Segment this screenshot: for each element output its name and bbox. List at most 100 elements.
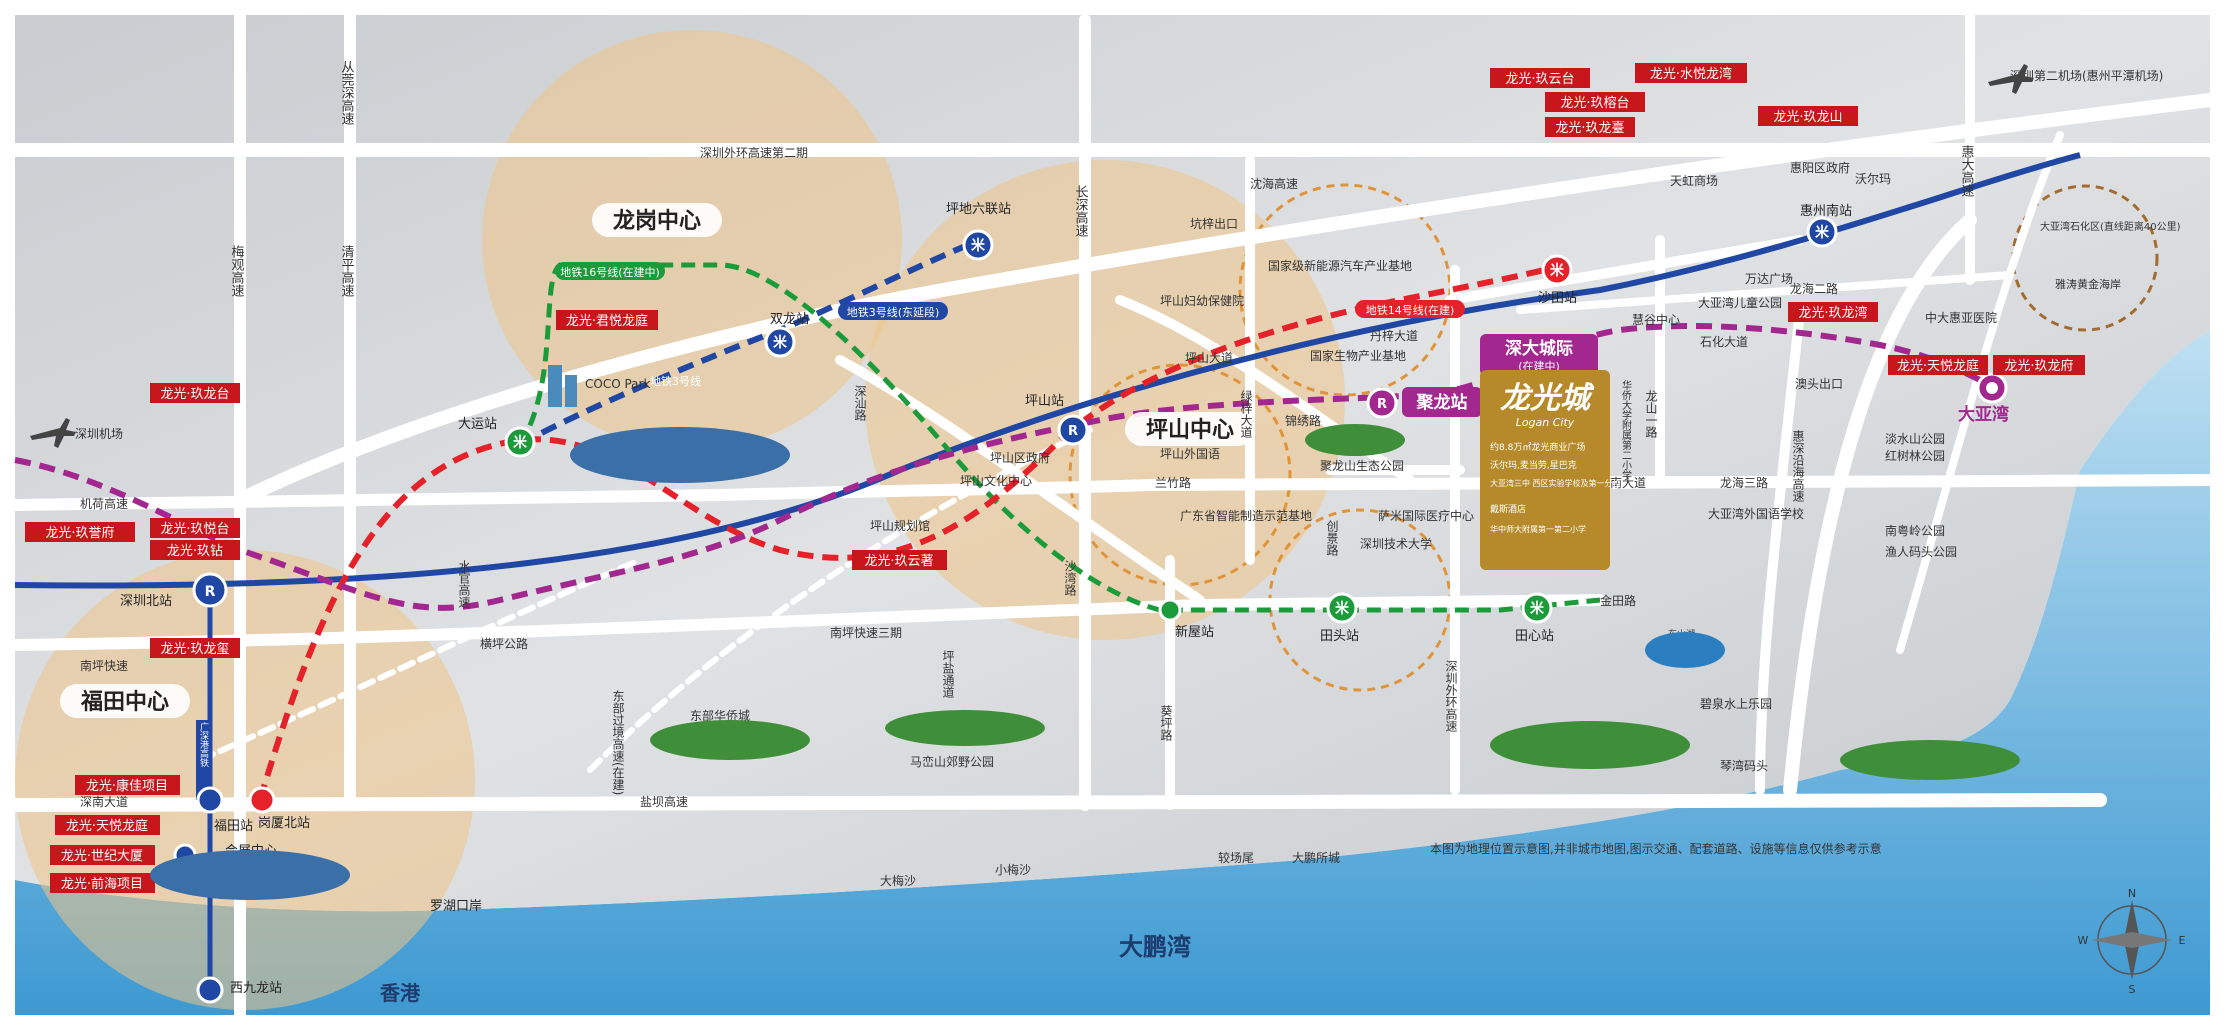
project-label: 龙光·玖龙府	[2004, 358, 2073, 374]
road-label: 沈海高速	[1250, 176, 1298, 191]
compass-e: E	[2179, 934, 2186, 947]
landmark-label: 红树林公园	[1885, 448, 1945, 463]
station-shenzhenbei[interactable]: R	[192, 572, 228, 608]
road-label: 南坪快速三期	[830, 625, 902, 640]
landmark-label: 雅涛黄金海岸	[2055, 277, 2121, 291]
airplane-icon	[30, 418, 76, 448]
project-label: 龙光·玖钻	[167, 543, 223, 559]
landmark-label: COCO Park	[585, 377, 650, 391]
landmark-label: 万达广场	[1745, 272, 1793, 286]
center-labels: 龙岗中心 坪山中心 福田中心	[60, 203, 1255, 718]
disclaimer: 本图为地理位置示意图,并非城市地图,图示交通、配套道路、设施等信息仅供参考示意	[1430, 841, 1882, 856]
road-label: 从莞深高速	[339, 60, 355, 125]
road-label: 清平高速	[339, 245, 355, 297]
brand-bullet: 约8.8万㎡龙光商业广场	[1490, 441, 1585, 453]
landmark-label: 萨米国际医疗中心	[1378, 508, 1474, 523]
station-markers: 米 米 米 R 米 米 R 米 米 R	[173, 216, 2008, 1004]
landmark-label: 渔人码头公园	[1885, 545, 1957, 559]
metro-3-tag: 地铁3号线	[650, 374, 701, 388]
landmark-label: 深圳机场	[75, 427, 123, 441]
station-shatian[interactable]: 米	[1541, 254, 1573, 286]
road-label: 西南大道	[1598, 475, 1646, 490]
shenda-intercity-tag: 深大城际	[1505, 338, 1573, 359]
road-labels: 深圳外环高速第二期 沈海高速 从莞深高速 梅观高速 清平高速 长深高速 惠大高速…	[80, 60, 1974, 809]
landmark-label: 坪山文化中心	[960, 473, 1032, 488]
landmark-label: 大亚湾儿童公园	[1698, 295, 1782, 310]
road-label: 创景路	[1325, 520, 1339, 557]
landmark-label: 坪山外国语	[1160, 447, 1220, 461]
brand-bullet: 沃尔玛,麦当劳,星巴克	[1490, 459, 1577, 471]
station-futian[interactable]	[196, 786, 224, 814]
station-label: 大运站	[458, 417, 497, 432]
logan-city-panel[interactable]: 龙光城 Logan City 约8.8万㎡龙光商业广场 沃尔玛,麦当劳,星巴克 …	[1480, 370, 1621, 570]
compass: N S W E	[2078, 887, 2186, 996]
project-label: 龙光·玖云台	[1505, 71, 1574, 87]
compass-s: S	[2129, 983, 2136, 996]
gsg-tag: 广深港高铁	[198, 721, 209, 768]
shenda-intercity-line	[14, 322, 1992, 611]
landmark-label: 大鹏所城	[1292, 851, 1340, 865]
brand-sub: Logan City	[1516, 416, 1575, 429]
road-label: 丹梓大道	[1370, 328, 1418, 343]
road-label: 盐坝高速	[640, 794, 688, 809]
landmark-label: 较场尾	[1218, 850, 1254, 865]
project-label: 龙光·水悦龙湾	[1650, 66, 1732, 82]
station-label: 惠州南站	[1800, 203, 1852, 219]
station-label: 岗厦北站	[258, 816, 310, 831]
landmark-label: 碧泉水上乐园	[1700, 697, 1772, 711]
station-gangxiabei[interactable]	[248, 786, 276, 814]
longgang-center-label: 龙岗中心	[613, 209, 701, 234]
landmark-label: 坪山妇幼保健院	[1160, 294, 1244, 308]
svg-text:R: R	[1377, 397, 1387, 412]
project-label: 龙光·玖榕台	[1560, 95, 1629, 111]
svg-text:R: R	[205, 584, 216, 600]
landmark-label: 大亚湾石化区(直线距离40公里)	[2040, 220, 2181, 233]
landmark-label: 坪山区政府	[990, 450, 1050, 465]
project-label: 龙光·玖悦台	[160, 521, 229, 537]
station-label-julong: 聚龙站	[1416, 392, 1468, 413]
station-label: 双龙站	[770, 312, 809, 327]
station-huizhounan[interactable]: 米	[1806, 216, 1838, 248]
road-label: 坪山大道	[1185, 351, 1233, 365]
landmark-label: 慧谷中心	[1632, 312, 1680, 327]
compass-w: W	[2078, 934, 2089, 947]
road-label: 惠大高速	[1959, 145, 1975, 197]
road-label: 长深高速	[1073, 185, 1089, 237]
metro-14-tag: 地铁14号线(在建)	[1366, 303, 1455, 317]
station-label: 西九龙站	[230, 981, 282, 996]
svg-text:米: 米	[1335, 600, 1350, 617]
station-tianxin[interactable]: 米	[1521, 592, 1553, 624]
landmark-label: 大亚湾外国语学校	[1708, 506, 1804, 521]
road-label: 龙山一路	[1644, 390, 1658, 439]
station-tiantou[interactable]: 米	[1326, 592, 1358, 624]
svg-text:R: R	[1068, 424, 1078, 439]
metro-tags: 地铁16号线(在建中) 地铁3号线(东延段) 地铁3号线 地铁14号线(在建) …	[196, 262, 1598, 800]
station-julong[interactable]: R	[1366, 387, 1398, 419]
project-label: 龙光·世纪大厦	[61, 849, 143, 864]
road-label: 绿梓大道	[1239, 389, 1253, 438]
sea-label: 大鹏湾	[1119, 933, 1191, 961]
station-pingshan[interactable]: R	[1057, 414, 1089, 446]
landmark-label: 坪山规划馆	[870, 518, 930, 533]
station-dayawan[interactable]	[1976, 372, 2008, 404]
project-label: 龙光·玖誉府	[45, 525, 114, 541]
metro-16-line	[517, 262, 1601, 613]
station-pingdi[interactable]: 米	[962, 229, 994, 261]
landmark-label: 深圳技术大学	[1360, 536, 1432, 551]
brand-bullet: 戴斯酒店	[1490, 503, 1526, 515]
landmark-label: 深圳第二机场(惠州平潭机场)	[2010, 69, 2163, 83]
brand-name: 龙光城	[1500, 381, 1595, 416]
landmark-label: 天虹商场	[1670, 173, 1718, 188]
station-xinwu[interactable]	[1158, 598, 1182, 622]
station-label: 坪地六联站	[946, 202, 1011, 217]
project-label: 龙光·玖龙台	[160, 386, 229, 402]
station-dayun[interactable]: 米	[504, 426, 536, 458]
green-areas	[650, 424, 2020, 780]
landmark-label: 琴湾码头	[1720, 758, 1768, 773]
station-label: 坪山站	[1025, 394, 1064, 409]
station-shuanglong[interactable]: 米	[764, 326, 796, 358]
station-xijiulong[interactable]	[196, 976, 224, 1004]
sea-area	[15, 330, 2210, 1015]
road-label: 龙海二路	[1790, 281, 1838, 296]
